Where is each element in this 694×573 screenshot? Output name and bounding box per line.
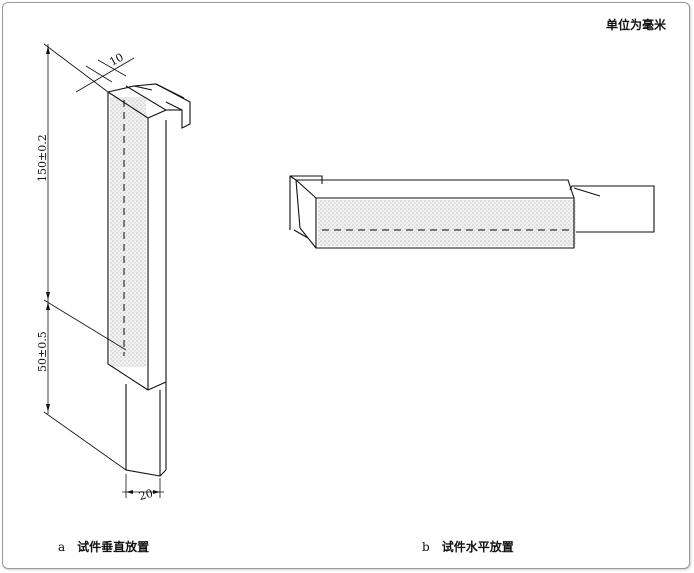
- caption-a-letter: a: [58, 540, 66, 554]
- dim-label-upper-length: 150±0.2: [36, 134, 49, 182]
- arrow-mid-up: [46, 292, 50, 300]
- specimen-outline-left: [107, 92, 149, 391]
- holder-plate-right: [569, 185, 655, 233]
- specimen-front-face: [110, 97, 146, 367]
- specimen-top-face-h: [296, 179, 575, 199]
- holder-clip-bottom: [293, 229, 309, 239]
- dim-line-thickness: [75, 57, 135, 93]
- dim-extension-bottom: [43, 411, 127, 471]
- dim-extension-top: [43, 43, 109, 93]
- dim-label-thickness: 10: [107, 51, 125, 69]
- vertical-dimension-lines: [43, 43, 164, 498]
- holder-hook-inner: [155, 83, 185, 99]
- horizontal-specimen-drawing: [289, 175, 655, 249]
- holder-plate: [125, 384, 161, 477]
- dim-extension-thickness-2: [97, 59, 127, 77]
- specimen-front-face-h: [318, 200, 576, 246]
- caption-a: a 试件垂直放置: [58, 538, 149, 555]
- caption-b-text: 试件水平放置: [441, 540, 514, 554]
- dim-label-lower-length: 50±0.5: [36, 331, 49, 372]
- dim-label-width: 20: [138, 487, 155, 503]
- unit-note: 单位为毫米: [606, 18, 667, 32]
- vertical-dimension-arrows: [46, 46, 160, 494]
- vertical-specimen-drawing: [107, 83, 191, 477]
- caption-a-text: 试件垂直放置: [77, 540, 150, 554]
- holder-plate-edge: [159, 469, 167, 477]
- dim-extension-thickness-1: [85, 65, 113, 83]
- specimen-back-edge: [295, 179, 301, 229]
- arrow-top: [46, 46, 50, 54]
- specimen-front-outline: [295, 179, 575, 249]
- specimen-bottom-edge: [147, 381, 167, 391]
- arrow-mid-down: [46, 302, 50, 310]
- holder-plate-top-edge: [573, 187, 601, 197]
- arrow-width-left: [126, 490, 133, 494]
- specimen-top-face: [107, 85, 168, 119]
- holder-clip: [289, 175, 323, 230]
- arrow-bottom: [46, 404, 50, 412]
- dim-extension-middle: [43, 299, 127, 351]
- caption-b-letter: b: [422, 540, 430, 554]
- holder-clip-corner: [289, 175, 297, 181]
- caption-b: b 试件水平放置: [422, 538, 514, 555]
- arrow-width-right: [153, 490, 160, 494]
